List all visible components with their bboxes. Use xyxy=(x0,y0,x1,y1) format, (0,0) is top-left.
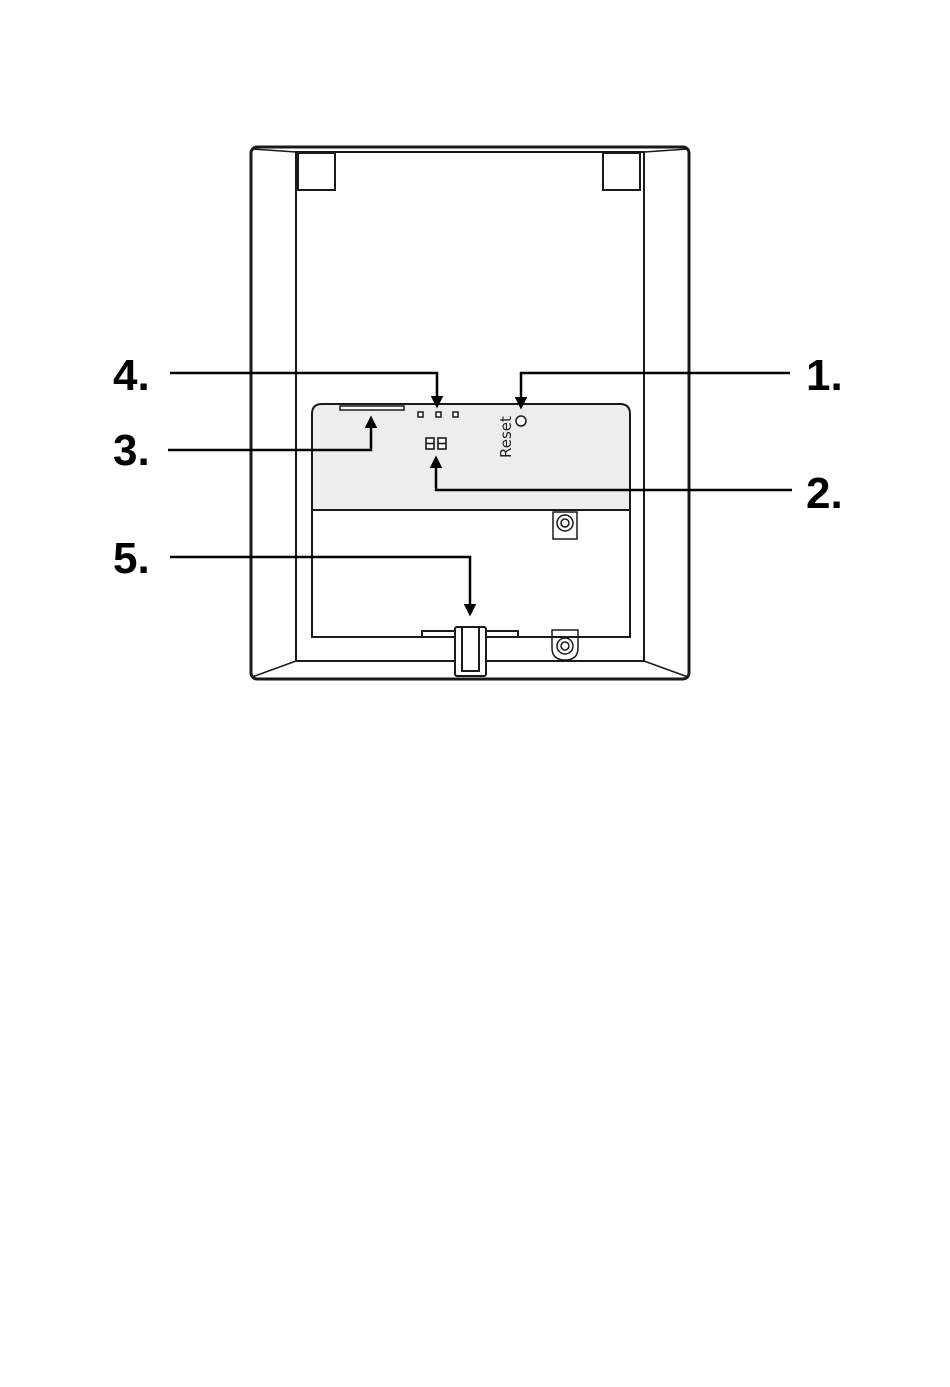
screw-upper xyxy=(553,512,577,539)
callout-1-label: 1. xyxy=(806,351,843,400)
control-panel xyxy=(312,404,630,510)
latch-ledge-right xyxy=(486,631,518,637)
card-slot xyxy=(340,406,404,410)
frame-bevel-bottom-left xyxy=(252,661,296,677)
latch-center xyxy=(462,627,479,671)
callout-4-label: 4. xyxy=(113,351,150,400)
callout-5-label: 5. xyxy=(113,534,150,583)
frame-bevel-bottom-right xyxy=(644,661,688,677)
led-2 xyxy=(436,412,441,417)
reset-button xyxy=(516,416,526,426)
leader-1 xyxy=(521,373,790,407)
frame-bevel-top-right xyxy=(644,149,688,152)
latch-ledge-left xyxy=(422,631,455,637)
frame-bevel-top-left xyxy=(252,149,296,152)
screw-lower xyxy=(552,630,578,660)
mounting-tab-left xyxy=(298,153,335,190)
mounting-tab-right xyxy=(603,153,640,190)
led-1 xyxy=(418,412,423,417)
led-3 xyxy=(453,412,458,417)
leader-4 xyxy=(170,373,437,406)
callout-3-label: 3. xyxy=(113,426,150,475)
latch xyxy=(422,627,518,676)
reset-label: Reset xyxy=(497,416,515,458)
callout-2-label: 2. xyxy=(806,469,843,518)
